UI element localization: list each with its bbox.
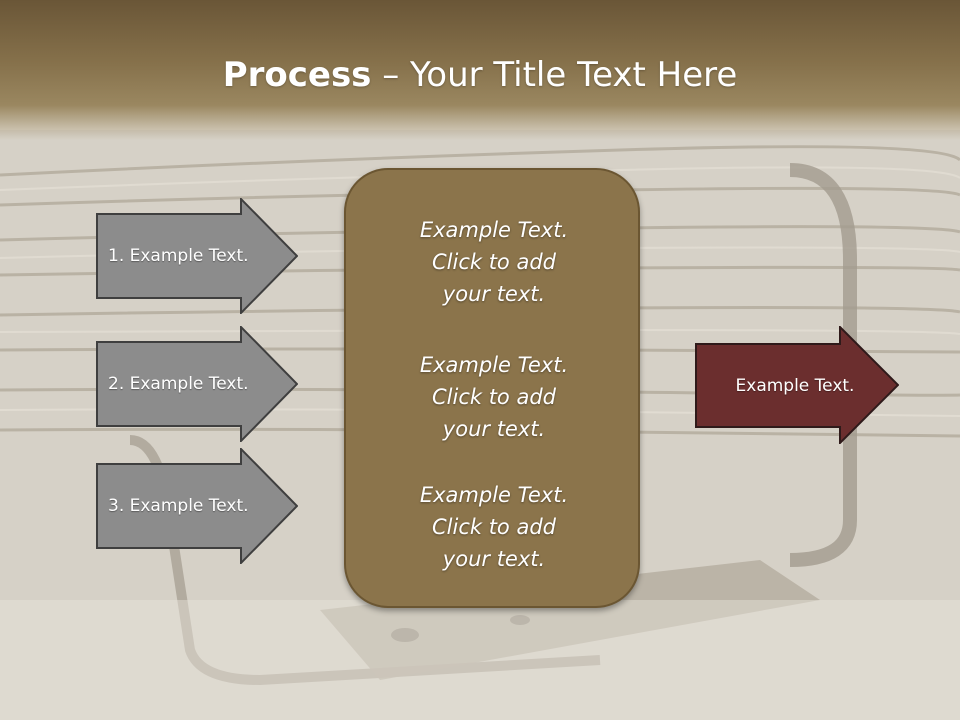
paragraph-line: Example Text. — [419, 218, 569, 242]
title-band — [0, 0, 960, 140]
slide-title[interactable]: Process – Your Title Text Here — [0, 50, 960, 100]
output-arrow-shape — [695, 326, 899, 444]
center-paragraph-2: Example Text. Click to add your text. — [346, 349, 642, 445]
center-paragraph-1: Example Text. Click to add your text. — [346, 214, 642, 310]
output-arrow-label: Example Text. — [735, 375, 855, 396]
input-arrow-2[interactable]: 2. Example Text. — [96, 326, 298, 442]
input-arrow-label: 2. Example Text. — [108, 374, 249, 394]
input-arrow-1[interactable]: 1. Example Text. — [96, 198, 298, 314]
paragraph-line: your text. — [442, 282, 546, 306]
paragraph-line: your text. — [442, 417, 546, 441]
paragraph-line: Click to add — [431, 250, 556, 274]
paragraph-line: Click to add — [431, 385, 556, 409]
input-arrow-shape — [96, 326, 298, 442]
paragraph-line: your text. — [442, 547, 546, 571]
title-bold-part: Process — [222, 55, 372, 95]
input-arrow-label: 1. Example Text. — [108, 246, 249, 266]
input-arrow-shape — [96, 198, 298, 314]
center-paragraph-3: Example Text. Click to add your text. — [346, 479, 642, 575]
input-arrow-shape — [96, 448, 298, 564]
input-arrow-label: 3. Example Text. — [108, 496, 249, 516]
output-arrow[interactable]: Example Text. — [695, 326, 899, 444]
input-arrow-3[interactable]: 3. Example Text. — [96, 448, 298, 564]
center-process-box[interactable]: Example Text. Click to add your text. Ex… — [344, 168, 640, 608]
title-rest-part: – Your Title Text Here — [371, 55, 738, 95]
paragraph-line: Example Text. — [419, 353, 569, 377]
paragraph-line: Click to add — [431, 515, 556, 539]
paragraph-line: Example Text. — [419, 483, 569, 507]
